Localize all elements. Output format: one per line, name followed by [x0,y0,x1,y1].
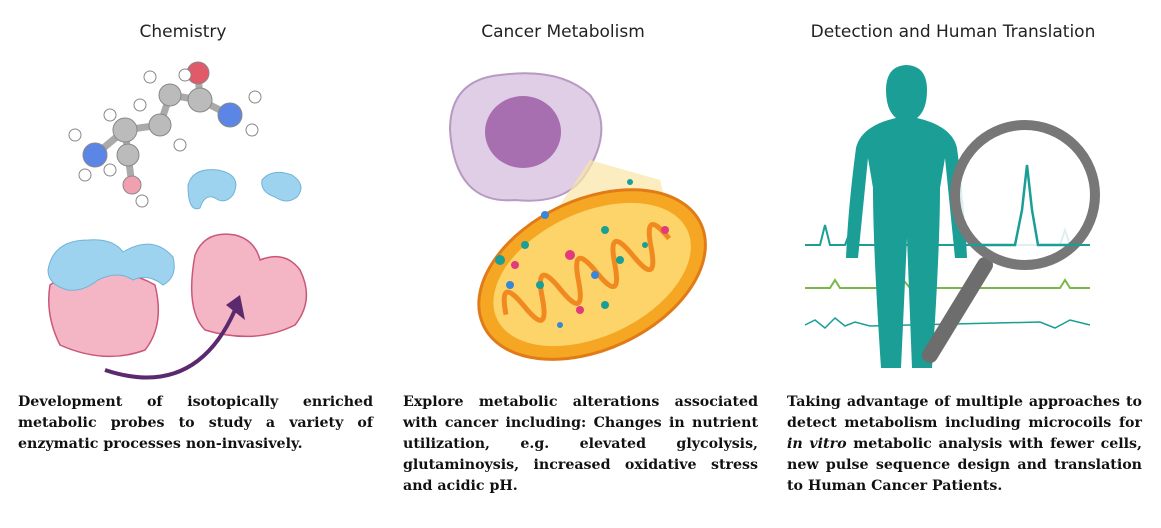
chemistry-description: Development of isotopically enriched met… [18,394,373,452]
detection-illustration [804,65,1100,368]
description-text: Taking advantage of multiple approaches … [787,394,1142,431]
chemistry-illustration [47,61,308,380]
detection-description: Taking advantage of multiple approaches … [787,392,1142,497]
chemistry-title: Chemistry [139,22,227,42]
enzyme-pink-right [190,233,308,338]
enzyme-blue-small-1 [187,169,237,210]
atoms [68,61,262,208]
description-italic: in vitro [787,436,847,452]
cancer-metabolism-title: Cancer Metabolism [481,22,645,42]
enzyme-blue-bound [47,239,175,291]
detection-title: Detection and Human Translation [810,22,1096,42]
cancer-metabolism-illustration [448,72,707,361]
spectrum-line-3 [804,316,1091,330]
metabolite-dots [495,179,669,328]
description-text: metabolic analysis with fewer cells, new… [787,436,1142,494]
cancer-metabolism-description: Explore metabolic alterations associated… [403,394,758,494]
magnifier-icon [922,120,1100,363]
enzyme-blue-small-2 [261,171,302,202]
human-silhouette-icon [846,65,967,368]
arrow-icon [104,309,237,380]
spectrum-line-2 [805,278,1090,289]
